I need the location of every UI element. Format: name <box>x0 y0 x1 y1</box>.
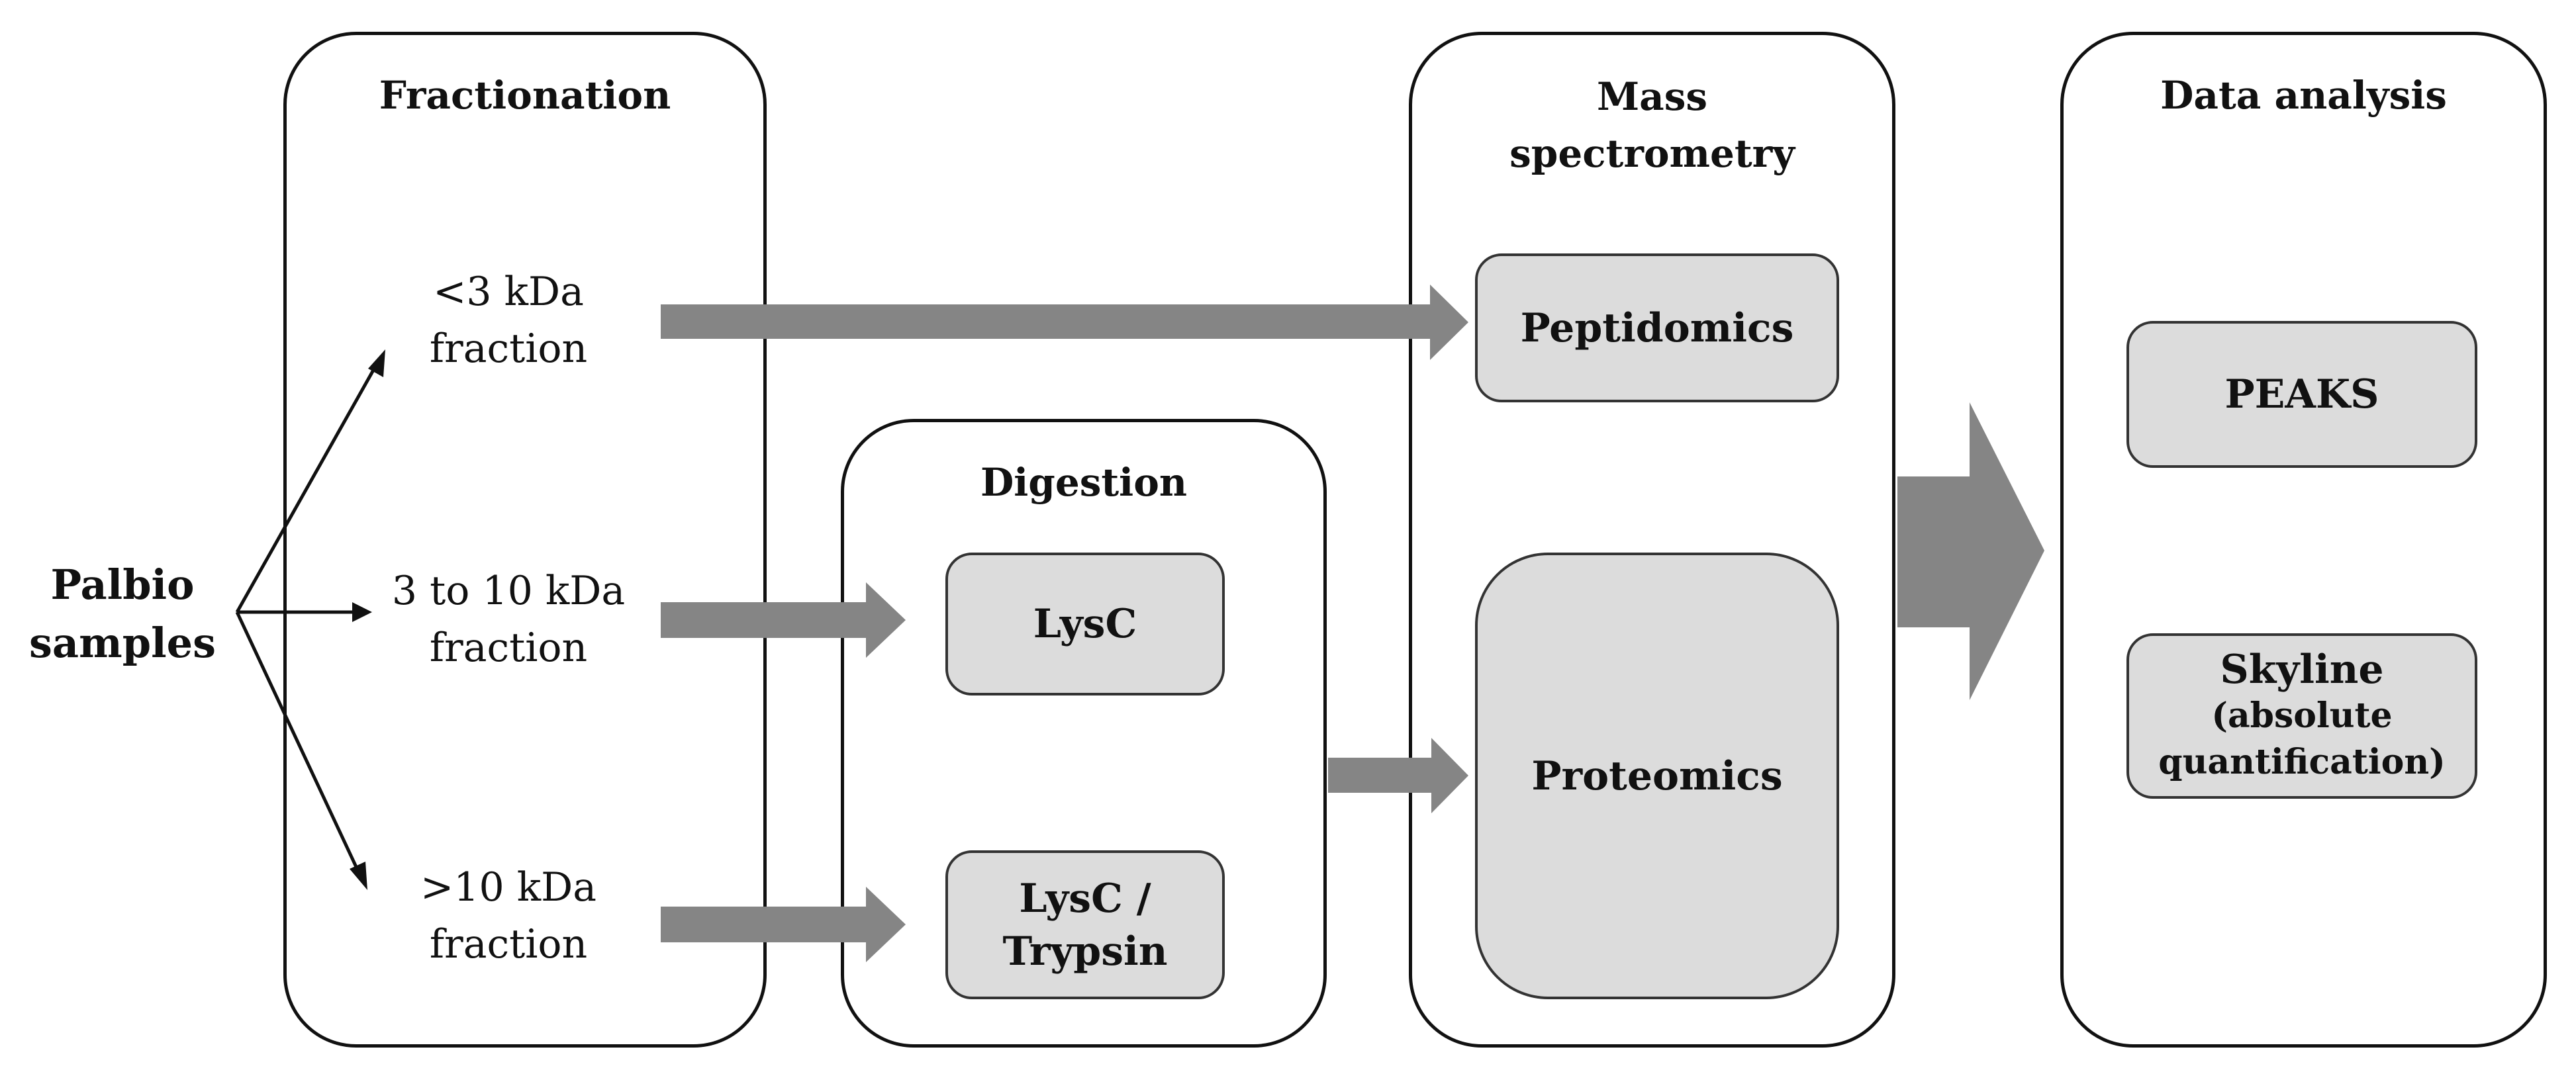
skyline-sub-line1: (absolute <box>2211 695 2393 736</box>
data-analysis-title: Data analysis <box>2160 73 2447 118</box>
fraction-low-line2: fraction <box>429 326 588 372</box>
fractionation-title: Fractionation <box>379 73 671 118</box>
source-label-line2: samples <box>29 619 216 667</box>
split-arrow-mid <box>237 602 372 622</box>
arrow-low-to-peptidomics <box>661 285 1468 360</box>
fraction-mid-line1: 3 to 10 kDa <box>391 568 626 614</box>
fraction-mid-line2: fraction <box>429 625 588 671</box>
data-analysis-panel: Data analysis <box>2060 32 2547 1048</box>
fraction-low-line1: <3 kDa <box>433 269 584 315</box>
arrow-high-to-lysc-trypsin <box>661 887 906 962</box>
peaks-box: PEAKS <box>2126 321 2477 468</box>
enzyme-box-lysc: LysC <box>945 553 1225 695</box>
split-arrow-high <box>235 611 367 890</box>
source-label-line1: Palbio <box>50 560 195 609</box>
digestion-title: Digestion <box>980 460 1188 505</box>
peptidomics-label: Peptidomics <box>1520 304 1794 351</box>
fraction-low: <3 kDa fraction <box>369 263 647 377</box>
enzyme-lysc-trypsin-line2: Trypsin <box>1002 928 1168 975</box>
mass-spectrometry-title: Mass spectrometry <box>1412 68 1892 182</box>
split-arrow-low <box>235 349 385 613</box>
fraction-high-line1: >10 kDa <box>420 864 596 911</box>
peaks-label: PEAKS <box>2224 371 2379 418</box>
mass-spectrometry-title-line1: Mass <box>1596 74 1708 119</box>
peptidomics-box: Peptidomics <box>1475 253 1839 402</box>
skyline-label: Skyline <box>2220 647 2384 693</box>
enzyme-lysc-label: LysC <box>1033 601 1137 647</box>
mass-spectrometry-title-line2: spectrometry <box>1509 131 1795 176</box>
fraction-high: >10 kDa fraction <box>369 859 647 973</box>
arrow-digestion-to-proteomics <box>1328 738 1468 813</box>
proteomics-label: Proteomics <box>1531 752 1783 799</box>
skyline-box: Skyline (absolute quantification) <box>2126 633 2477 799</box>
skyline-sub-line2: quantification) <box>2158 742 2446 782</box>
proteomics-box: Proteomics <box>1475 553 1839 999</box>
arrow-mid-to-lysc <box>661 582 906 658</box>
source-label: Palbio samples <box>13 556 232 672</box>
enzyme-box-lysc-trypsin: LysC / Trypsin <box>945 850 1225 999</box>
fraction-mid: 3 to 10 kDa fraction <box>369 562 647 676</box>
fraction-high-line2: fraction <box>429 921 588 967</box>
arrow-ms-to-data-analysis <box>1897 402 2044 700</box>
enzyme-lysc-trypsin-line1: LysC / <box>1019 875 1151 922</box>
